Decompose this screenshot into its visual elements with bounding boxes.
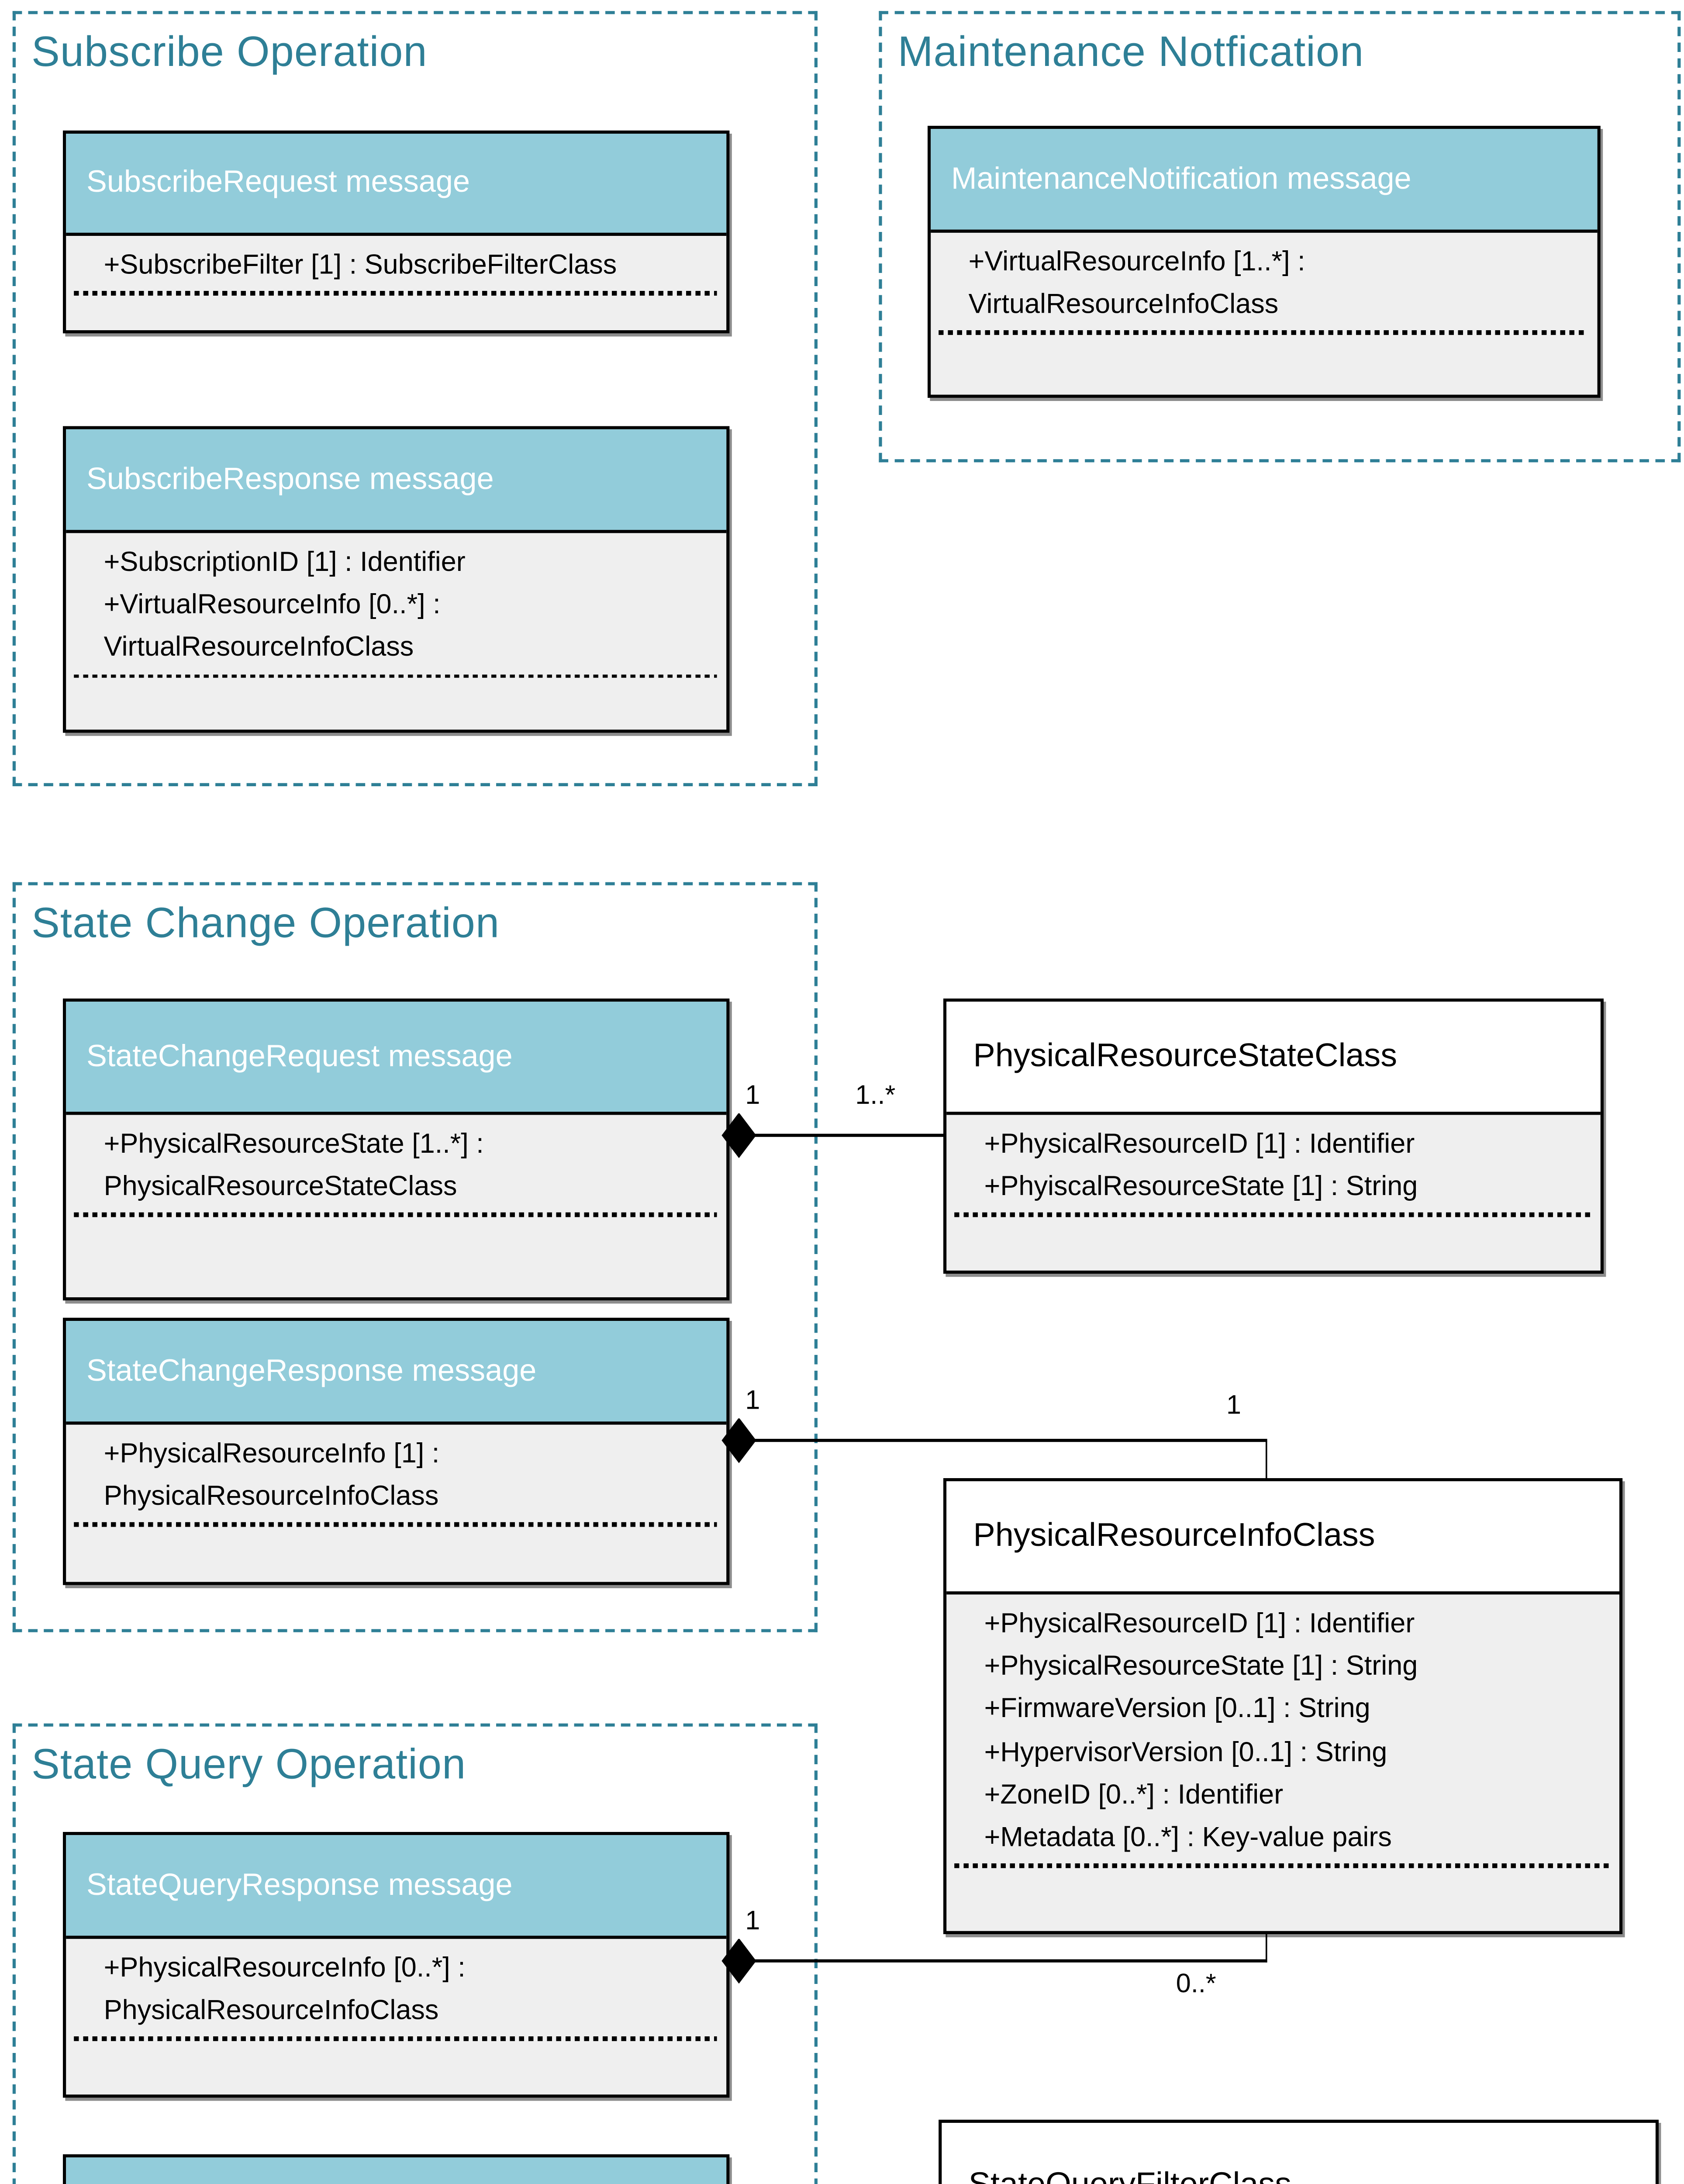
class-subscribe-response-message: SubscribeResponse message +SubscriptionID… [63,426,730,733]
class-physical-resource-state-class: PhysicalResourceStateClass +PhysicalResou… [943,999,1604,1274]
class-body: +SubscriptionID [1] : Identifier +Virtual… [66,533,726,678]
group-title-subscribe-operation: Subscribe Operation [31,28,428,76]
attribute-line: +SubscriptionID [1] : Identifier [104,546,466,577]
attributes-separator [74,291,717,295]
attribute-line: +VirtualResourceInfo [0..*] : [104,588,441,620]
attributes-separator [74,1213,717,1217]
class-name: PhysicalResourceStateClass [973,1038,1398,1074]
class-name: StateChangeRequest message [86,1038,513,1073]
class-name: SubscribeRequest message [86,165,470,200]
attribute-list: +VirtualResourceInfo [1..*] : VirtualReso… [931,233,1597,326]
class-name: PhysicalResourceInfoClass [973,1517,1375,1554]
attribute-line: +HypervisorVersion [0..1] : String [984,1735,1387,1767]
class-header: SubscribeRequest message [66,134,727,236]
attribute-list: +SubscriptionID [1] : Identifier +Virtual… [66,533,726,669]
class-name: StateQueryResponse message [86,1867,513,1902]
multiplicity-label-from: 1 [745,1385,760,1415]
attribute-line: +FirmwareVersion [0..1] : String [984,1693,1370,1724]
group-title-state-change-operation: State Change Operation [31,899,500,947]
class-body: +SubscribeFilter [1] : SubscribeFilterCl… [66,236,726,295]
attribute-line: PhysicalResourceInfoClass [104,1480,439,1512]
group-state-change-operation [12,882,818,1632]
group-maintenance-notification [879,11,1681,463]
attribute-line: VirtualResourceInfoClass [104,631,414,663]
attribute-line: +PhysicalResourceID [1] : Identifier [984,1607,1415,1639]
attribute-line: +ZoneID [0..*] : Identifier [984,1778,1284,1810]
class-name: StateQueryFilterClass [969,2167,1291,2184]
attribute-list: +PhysicalResourceState [1..*] : PhysicalR… [66,1115,726,1208]
attribute-line: +PhysicalResourceInfo [1] : [104,1437,440,1469]
attribute-line: +PhysicalResourceState [1..*] : [104,1127,484,1159]
class-header: StateQueryFilterClass [942,2123,1656,2184]
attribute-line: PhysicalResourceInfoClass [104,1994,439,2026]
attribute-line: +PhyiscalResourceState [1] : String [984,1170,1418,1202]
multiplicity-label-to: 1 [1226,1390,1242,1420]
attribute-line: +SubscribeFilter [1] : SubscribeFilterCl… [104,248,617,280]
class-header: SubscribeResponse message [66,429,727,533]
multiplicity-label-from: 1 [745,1080,760,1110]
class-header: PhysicalResourceStateClass [946,1002,1601,1115]
connector-line-c-statechangerequest-prsc [739,1134,943,1137]
class-header: PhysicalResourceInfoClass [946,1481,1619,1595]
attribute-line: +PhysicalResourceID [1] : Identifier [984,1127,1415,1159]
attribute-list: +PhysicalResourceInfo [1] : PhysicalResou… [66,1425,726,1518]
class-subscribe-request-message: SubscribeRequest message +SubscribeFilter… [63,130,730,334]
connector-line-c-statechangeresponse-pric [1266,1440,1268,1479]
class-name: SubscribeResponse message [86,461,494,496]
attributes-separator [74,1523,717,1527]
class-body: +PhysicalResourceState [1..*] : PhysicalR… [66,1115,726,1217]
class-body: +PhysicalResourceInfo [0..*] : PhysicalRe… [66,1939,726,2041]
class-body: +PhysicalResourceID [1] : Identifier +Phy… [946,1115,1601,1217]
attribute-list: +PhysicalResourceID [1] : Identifier +Phy… [946,1115,1601,1208]
group-state-query-operation [12,1723,818,2184]
class-name: MaintenanceNotification message [951,161,1411,196]
attribute-line: +PhysicalResourceInfo [0..*] : [104,1951,466,1983]
attribute-list: +SubscribeFilter [1] : SubscribeFilterCl… [66,236,726,287]
connector-line-c-statechangeresponse-pric [739,1439,1267,1442]
class-header: StateQueryRequest message [66,2157,727,2184]
group-title-maintenance-notification: Maintenance Notfication [897,28,1364,76]
class-state-query-response-message: StateQueryResponse message +PhysicalResou… [63,1832,730,2098]
attribute-line: +Metadata [0..*] : Key-value pairs [984,1821,1392,1852]
class-state-query-request-message: StateQueryRequest messageStateQueryFilte… [63,2154,730,2184]
attribute-list: +PhysicalResourceInfo [0..*] : PhysicalRe… [66,1939,726,2032]
class-state-change-request-message: StateChangeRequest message +PhysicalResou… [63,999,730,1301]
group-subscribe-operation [12,11,818,787]
multiplicity-label-from: 1 [745,1906,760,1936]
attributes-separator [954,1863,1610,1868]
attribute-line: +VirtualResourceInfo [1..*] : [968,245,1305,277]
class-header: MaintenanceNotification message [931,129,1598,233]
class-body: +VirtualResourceInfo [1..*] : VirtualReso… [931,233,1597,335]
class-physical-resource-info-class: PhysicalResourceInfoClass +PhysicalResour… [943,1478,1623,1934]
class-body: +PhysicalResourceID [1] : Identifier +Phy… [946,1594,1619,1868]
attributes-separator [74,674,717,678]
class-body: +PhysicalResourceInfo [1] : PhysicalResou… [66,1425,726,1527]
connector-line-c-statequeryresponse-pric [739,1959,1267,1962]
attributes-separator [939,331,1588,335]
class-name: StateChangeResponse message [86,1353,537,1388]
attributes-separator [954,1213,1591,1217]
class-header: StateQueryResponse message [66,1835,727,1939]
multiplicity-label-to: 0..* [1176,1969,1216,1999]
attributes-separator [74,2037,717,2041]
group-title-state-query-operation: State Query Operation [31,1741,466,1788]
class-state-query-filter-class: StateQueryFilterClass+PhysicalResourceID… [939,2119,1659,2184]
class-maintenance-notification-message: MaintenanceNotification message +VirtualR… [928,126,1601,398]
connector-line-c-statequeryresponse-pric [1266,1934,1268,1962]
class-header: StateChangeRequest message [66,1002,727,1115]
attribute-line: +PhysicalResourceState [1] : String [984,1650,1418,1682]
attribute-list: +PhysicalResourceID [1] : Identifier +Phy… [946,1594,1619,1859]
multiplicity-label-to: 1..* [855,1080,896,1110]
class-state-change-response-message: StateChangeResponse message +PhysicalReso… [63,1317,730,1585]
class-header: StateChangeResponse message [66,1321,727,1425]
attribute-line: VirtualResourceInfoClass [968,288,1279,320]
attribute-line: PhysicalResourceStateClass [104,1170,457,1202]
